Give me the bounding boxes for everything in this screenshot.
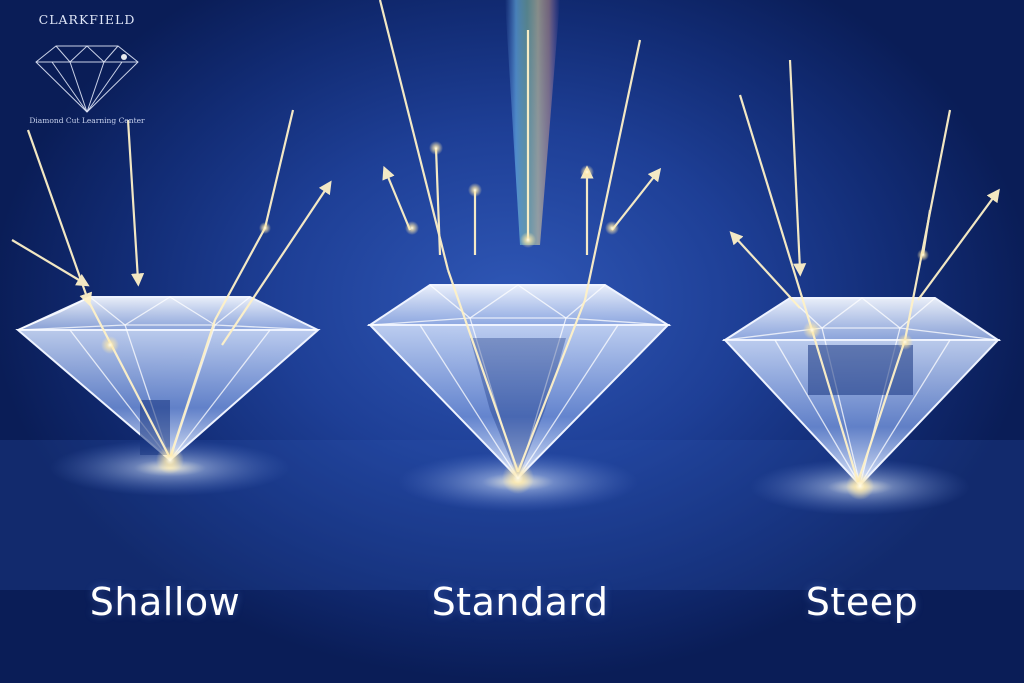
facet-lines xyxy=(369,284,669,479)
facet-lines xyxy=(17,296,319,461)
brand-subtitle: Diamond Cut Learning Center xyxy=(29,116,145,125)
brand-block: CLARKFIELD Diamond Cut Learning Center xyxy=(12,10,162,130)
diamond-shallow xyxy=(11,109,332,496)
diamond-icon xyxy=(35,45,139,113)
light-rays xyxy=(729,59,1000,483)
light-rays xyxy=(11,109,332,459)
diamond-steep xyxy=(721,59,1002,515)
crown xyxy=(366,284,672,326)
crown xyxy=(721,297,1002,341)
label-shallow: Shallow xyxy=(89,580,241,624)
rainbow-dispersion-beam xyxy=(505,0,560,245)
diamond-standard xyxy=(366,0,672,512)
light-rays xyxy=(378,0,662,473)
brand-name: CLARKFIELD xyxy=(38,12,136,27)
label-steep: Steep xyxy=(805,580,919,624)
label-standard: Standard xyxy=(431,580,609,624)
